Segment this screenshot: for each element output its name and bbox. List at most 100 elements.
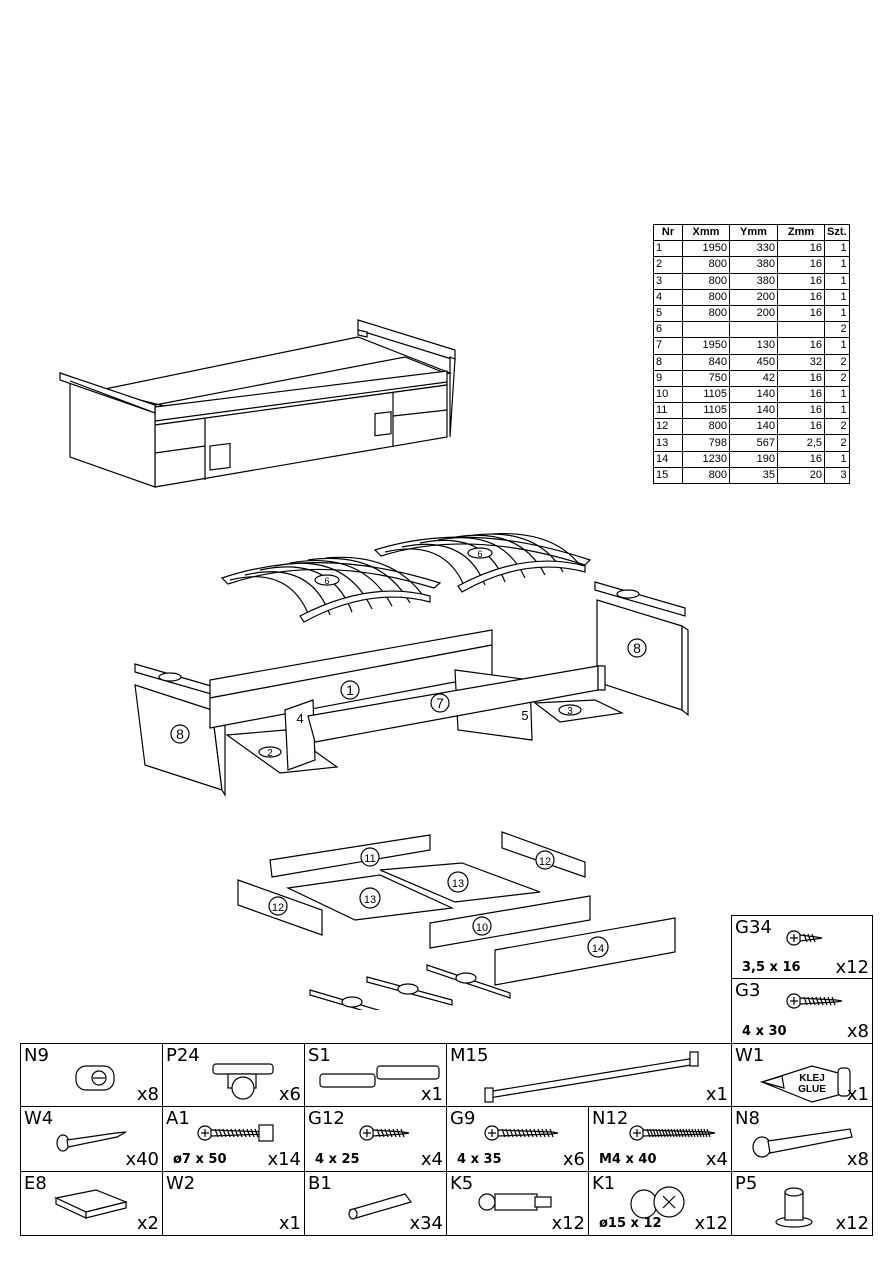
hardware-code: G12 <box>308 1108 345 1129</box>
screw-25-icon <box>359 1125 410 1141</box>
hardware-code: W2 <box>166 1173 196 1194</box>
hardware-code: N9 <box>24 1045 49 1066</box>
hardware-quantity: x2 <box>136 1213 159 1234</box>
hardware-code: W4 <box>24 1108 54 1129</box>
table-cell: 800 <box>682 256 730 274</box>
table-cell: 3 <box>824 466 850 485</box>
table-cell: 1 <box>824 288 850 306</box>
part-label-13-right: 13 <box>452 878 464 890</box>
table-cell: 2 <box>824 418 850 436</box>
hardware-dimension: ø7 x 50 <box>173 1152 227 1167</box>
part-label-6-left: 6 <box>324 576 329 586</box>
hardware-code: N12 <box>592 1108 629 1129</box>
table-cell: 2 <box>824 369 850 387</box>
table-cell: 14 <box>653 450 683 468</box>
table-cell: 800 <box>682 466 730 485</box>
hardware-quantity: x40 <box>125 1149 159 1170</box>
table-cell: 1 <box>824 240 850 258</box>
table-cell: 16 <box>777 304 825 323</box>
table-cell: 200 <box>729 288 778 306</box>
hardware-quantity: x34 <box>409 1213 443 1234</box>
hardware-dimension: M4 x 40 <box>599 1152 657 1167</box>
table-header-row: Nr Xmm Ymm Zmm Szt. <box>653 223 850 242</box>
hardware-dimension: 4 x 25 <box>315 1152 360 1167</box>
hardware-item-m15: M15 x1 <box>446 1043 732 1107</box>
table-cell: 1950 <box>682 337 730 355</box>
drawer-back-11 <box>269 834 431 878</box>
part-label-3: 3 <box>567 706 573 717</box>
hardware-quantity: x1 <box>420 1084 443 1105</box>
hardware-code: W1 <box>735 1045 765 1066</box>
hardware-quantity: x4 <box>705 1149 728 1170</box>
table-cell: 16 <box>777 288 825 306</box>
table-cell: 1105 <box>682 385 730 404</box>
hardware-item-g34: G34 x12 3,5 x 16 <box>731 915 873 980</box>
hardware-code: P5 <box>735 1173 758 1194</box>
table-cell: 6 <box>653 321 683 339</box>
hardware-quantity: x12 <box>835 957 869 978</box>
hardware-code: M15 <box>450 1045 489 1066</box>
cam-bolt-icon <box>478 1193 552 1211</box>
drawer-front-10 <box>429 895 591 949</box>
cam-lock-icon <box>630 1186 685 1219</box>
foot-icon <box>775 1187 813 1228</box>
hardware-code: K5 <box>450 1173 474 1194</box>
table-cell: 840 <box>682 353 730 371</box>
table-cell: 800 <box>682 304 730 323</box>
hardware-quantity: x8 <box>846 1149 869 1170</box>
hardware-quantity: x1 <box>705 1084 728 1105</box>
hardware-code: G34 <box>735 917 772 938</box>
rod-icon <box>484 1051 699 1103</box>
part-label-2: 2 <box>267 748 273 759</box>
hardware-code: G9 <box>450 1108 476 1129</box>
hardware-item-w4: W4 x40 <box>20 1106 163 1172</box>
table-cell: 10 <box>653 385 683 404</box>
part-label-14: 14 <box>592 943 604 955</box>
hardware-dimension: ø15 x 12 <box>599 1216 662 1231</box>
table-cell: 13 <box>653 434 683 452</box>
part-label-8-right: 8 <box>633 640 641 656</box>
machine-screw-icon <box>629 1125 716 1141</box>
hardware-dimension: 3,5 x 16 <box>742 960 801 975</box>
table-cell: 16 <box>777 418 825 436</box>
table-cell: 1105 <box>682 402 730 420</box>
hardware-code: E8 <box>24 1173 47 1194</box>
table-cell <box>682 321 730 339</box>
table-cell: 1 <box>653 240 683 258</box>
table-cell: 1 <box>824 337 850 355</box>
table-cell: 1 <box>824 450 850 468</box>
part-label-12-right: 12 <box>539 856 551 868</box>
table-cell: 140 <box>729 385 778 404</box>
table-cell: 2 <box>824 434 850 452</box>
slat-frame-right: 6 <box>373 533 592 593</box>
hardware-code: B1 <box>308 1173 332 1194</box>
hardware-dimension: 4 x 30 <box>742 1024 787 1039</box>
table-cell: 2 <box>653 256 683 274</box>
table-cell <box>777 321 825 339</box>
bolt-long-icon <box>197 1124 274 1142</box>
part-label-5: 5 <box>521 708 528 723</box>
table-cell: 8 <box>653 353 683 371</box>
allen-key-icon <box>205 1182 274 1223</box>
table-cell: 1 <box>824 402 850 420</box>
header-z: Zmm <box>777 223 825 242</box>
table-cell: 798 <box>682 434 730 452</box>
hinge-icon <box>319 1065 440 1088</box>
table-cell: 800 <box>682 272 730 290</box>
hardware-quantity: x8 <box>846 1021 869 1042</box>
